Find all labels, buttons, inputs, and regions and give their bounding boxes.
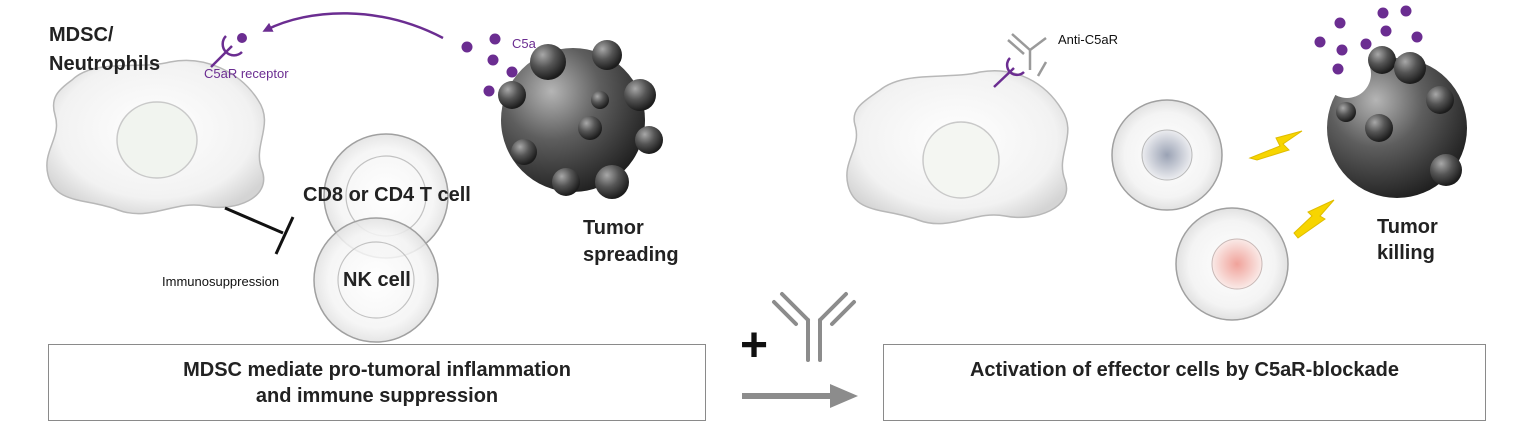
c5a-molecules-left	[461, 33, 518, 97]
blocked-receptor-icon	[993, 33, 1048, 88]
left-caption-line1: MDSC mediate pro-tumoral inflammation	[183, 358, 571, 381]
tumor-killing-line1: Tumor	[1377, 216, 1438, 238]
anti-c5ar-label: Anti-C5aR	[1058, 32, 1118, 47]
effector-cell-red	[1175, 207, 1289, 321]
tumor-right	[1323, 46, 1467, 198]
antibody-icon	[772, 292, 856, 362]
plus-symbol: +	[740, 319, 769, 372]
lightning-icon	[1293, 199, 1335, 239]
nk-cell-label: NK cell	[343, 269, 411, 291]
mdsc-label-line2: Neutrophils	[49, 53, 161, 75]
nk-cell	[313, 217, 439, 343]
c5a-molecules-right	[1314, 5, 1423, 75]
right-caption-line1: Activation of effector cells by C5aR-blo…	[969, 359, 1399, 381]
left-caption-box: MDSC mediate pro-tumoral inflammation an…	[48, 344, 706, 421]
c5a-label: C5a	[512, 36, 536, 51]
arrow-icon	[262, 12, 444, 40]
left-caption-line2: and immune suppression	[255, 384, 499, 407]
c5ar-receptor-label: C5aR receptor	[204, 66, 289, 81]
tumor-killing-line2: killing	[1377, 242, 1435, 264]
lightning-icon	[1248, 130, 1303, 161]
tumor-spreading-line1: Tumor	[583, 217, 644, 239]
transition-arrow	[742, 384, 858, 408]
inhibition-icon	[224, 206, 295, 255]
t-cell-label: CD8 or CD4 T cell	[303, 184, 471, 206]
immunosuppression-label: Immunosuppression	[162, 274, 280, 289]
tumor-spreading-line2: spreading	[583, 244, 679, 266]
right-caption-box: Activation of effector cells by C5aR-blo…	[883, 344, 1486, 421]
effector-cell-blue	[1111, 99, 1223, 211]
tumor-left	[498, 40, 663, 199]
mdsc-label-line1: MDSC/	[49, 24, 114, 46]
mdsc-cell-left	[46, 59, 266, 215]
mdsc-cell-right	[846, 70, 1069, 225]
c5ar-receptor-icon	[210, 33, 247, 68]
